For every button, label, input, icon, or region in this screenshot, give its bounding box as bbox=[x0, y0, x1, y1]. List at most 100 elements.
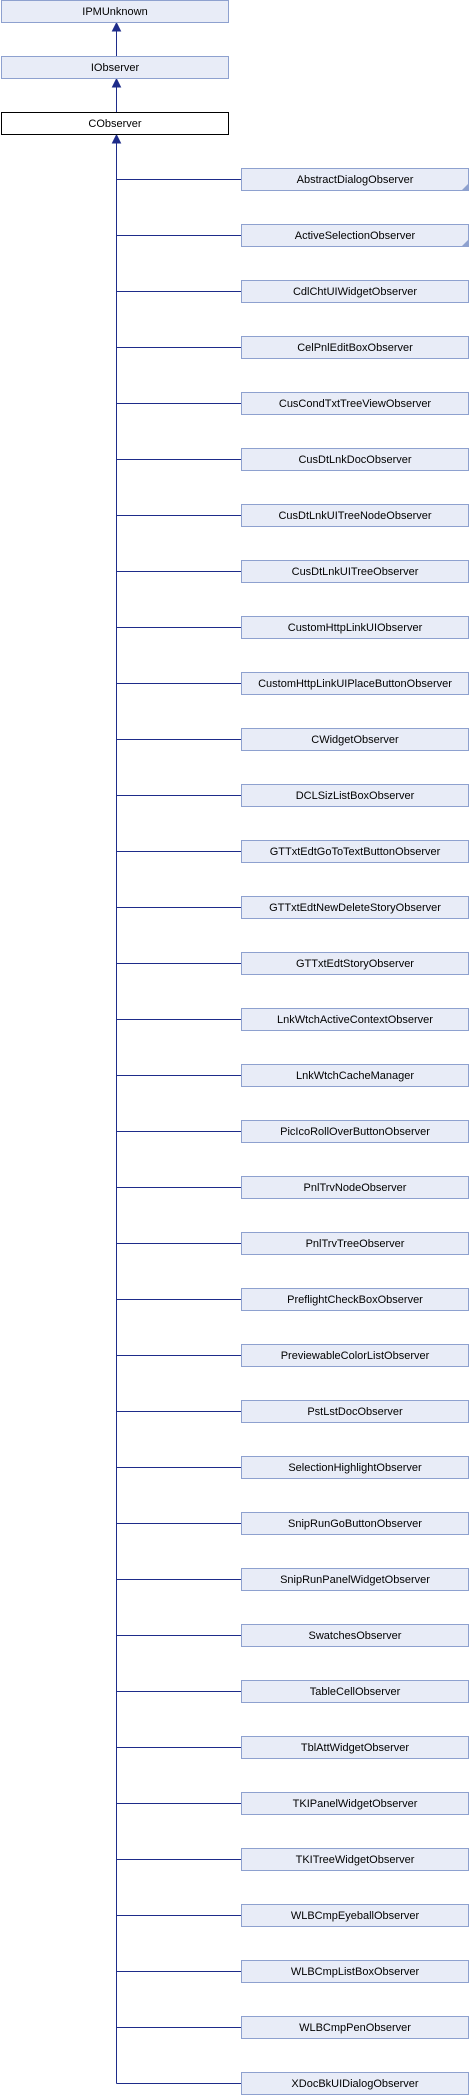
node-label: ActiveSelectionObserver bbox=[295, 230, 416, 242]
node-label: PicIcoRollOverButtonObserver bbox=[280, 1126, 430, 1138]
node-label: PreviewableColorListObserver bbox=[281, 1350, 430, 1362]
node-label: CusDtLnkUITreeObserver bbox=[292, 566, 419, 578]
node-label: CusDtLnkUITreeNodeObserver bbox=[278, 510, 431, 522]
node-box bbox=[241, 784, 469, 807]
node-label: GTTxtEdtGoToTextButtonObserver bbox=[270, 846, 441, 858]
node-box bbox=[241, 1736, 469, 1759]
more-children-marker bbox=[462, 240, 468, 246]
node-box bbox=[1, 56, 229, 79]
class-node-cwidgetobserver[interactable]: CWidgetObserver bbox=[241, 728, 469, 751]
node-label: LnkWtchActiveContextObserver bbox=[277, 1014, 433, 1026]
node-box bbox=[241, 448, 469, 471]
class-node-gttxtedtnewdeletestoryobserver[interactable]: GTTxtEdtNewDeleteStoryObserver bbox=[241, 896, 469, 919]
node-box bbox=[241, 280, 469, 303]
class-node-cobserver[interactable]: CObserver bbox=[1, 112, 229, 135]
node-box bbox=[241, 1624, 469, 1647]
node-box bbox=[241, 168, 469, 191]
class-node-cusdtlnkuitreeobserver[interactable]: CusDtLnkUITreeObserver bbox=[241, 560, 469, 583]
class-node-wlbcmplistboxobserver[interactable]: WLBCmpListBoxObserver bbox=[241, 1960, 469, 1983]
node-label: CustomHttpLinkUIPlaceButtonObserver bbox=[258, 678, 452, 690]
class-node-selectionhighlightobserver[interactable]: SelectionHighlightObserver bbox=[241, 1456, 469, 1479]
node-label: IPMUnknown bbox=[82, 6, 147, 18]
class-node-cusdtlnkuitreenodeobserver[interactable]: CusDtLnkUITreeNodeObserver bbox=[241, 504, 469, 527]
class-node-tablecellobserver[interactable]: TableCellObserver bbox=[241, 1680, 469, 1703]
node-box bbox=[241, 728, 469, 751]
class-node-abstractdialogobserver[interactable]: AbstractDialogObserver bbox=[241, 168, 469, 191]
node-box bbox=[241, 1792, 469, 1815]
class-node-customhttplinkuiobserver[interactable]: CustomHttpLinkUIObserver bbox=[241, 616, 469, 639]
edges-layer bbox=[111, 21, 241, 2084]
node-box bbox=[241, 952, 469, 975]
class-node-wlbcmppenobserver[interactable]: WLBCmpPenObserver bbox=[241, 2016, 469, 2039]
class-node-celpnleditboxobserver[interactable]: CelPnlEditBoxObserver bbox=[241, 336, 469, 359]
node-label: SelectionHighlightObserver bbox=[288, 1462, 422, 1474]
class-node-ipmunknown[interactable]: IPMUnknown bbox=[1, 0, 229, 23]
node-label: CusCondTxtTreeViewObserver bbox=[279, 398, 432, 410]
node-label: WLBCmpEyeballObserver bbox=[291, 1910, 420, 1922]
inheritance-arrow bbox=[111, 133, 122, 144]
node-box bbox=[241, 1680, 469, 1703]
node-label: TblAttWidgetObserver bbox=[301, 1742, 410, 1754]
class-node-dclsizlistboxobserver[interactable]: DCLSizListBoxObserver bbox=[241, 784, 469, 807]
class-node-cusdtlnkdocobserver[interactable]: CusDtLnkDocObserver bbox=[241, 448, 469, 471]
class-node-xdocbkuidialogobserver[interactable]: XDocBkUIDialogObserver bbox=[241, 2072, 469, 2095]
node-box bbox=[241, 1400, 469, 1423]
class-node-picicorolloverbuttonobserver[interactable]: PicIcoRollOverButtonObserver bbox=[241, 1120, 469, 1143]
class-node-pnltrvnodeobserver[interactable]: PnlTrvNodeObserver bbox=[241, 1176, 469, 1199]
node-box bbox=[241, 1568, 469, 1591]
node-box bbox=[241, 616, 469, 639]
class-node-tblattwidgetobserver[interactable]: TblAttWidgetObserver bbox=[241, 1736, 469, 1759]
node-box bbox=[241, 1904, 469, 1927]
node-box bbox=[241, 840, 469, 863]
node-label: SnipRunPanelWidgetObserver bbox=[280, 1574, 430, 1586]
class-node-customhttplinkuiplacebuttonobserver[interactable]: CustomHttpLinkUIPlaceButtonObserver bbox=[241, 672, 469, 695]
class-node-activeselectionobserver[interactable]: ActiveSelectionObserver bbox=[241, 224, 469, 247]
node-box bbox=[241, 1456, 469, 1479]
node-label: SnipRunGoButtonObserver bbox=[288, 1518, 422, 1530]
node-box bbox=[241, 1848, 469, 1871]
node-label: GTTxtEdtNewDeleteStoryObserver bbox=[269, 902, 441, 914]
class-node-pstlstdocobserver[interactable]: PstLstDocObserver bbox=[241, 1400, 469, 1423]
class-node-tkipanelwidgetobserver[interactable]: TKIPanelWidgetObserver bbox=[241, 1792, 469, 1815]
class-node-gttxtedtgototextbuttonobserver[interactable]: GTTxtEdtGoToTextButtonObserver bbox=[241, 840, 469, 863]
node-label: CdlChtUIWidgetObserver bbox=[293, 286, 417, 298]
node-label: CustomHttpLinkUIObserver bbox=[288, 622, 423, 634]
node-box bbox=[241, 224, 469, 247]
class-node-cuscondtxttreeviewobserver[interactable]: CusCondTxtTreeViewObserver bbox=[241, 392, 469, 415]
node-label: CusDtLnkDocObserver bbox=[298, 454, 411, 466]
node-box bbox=[241, 672, 469, 695]
node-label: CObserver bbox=[88, 118, 142, 130]
class-node-wlbcmpeyeballobserver[interactable]: WLBCmpEyeballObserver bbox=[241, 1904, 469, 1927]
class-node-cdlchtuiwidgetobserver[interactable]: CdlChtUIWidgetObserver bbox=[241, 280, 469, 303]
node-label: PnlTrvNodeObserver bbox=[304, 1182, 407, 1194]
class-node-sniprungobuttonobserver[interactable]: SnipRunGoButtonObserver bbox=[241, 1512, 469, 1535]
class-node-previewablecolorlistobserver[interactable]: PreviewableColorListObserver bbox=[241, 1344, 469, 1367]
class-node-iobserver[interactable]: IObserver bbox=[1, 56, 229, 79]
node-box bbox=[241, 1232, 469, 1255]
node-box bbox=[241, 1008, 469, 1031]
class-node-gttxtedtstoryobserver[interactable]: GTTxtEdtStoryObserver bbox=[241, 952, 469, 975]
node-label: XDocBkUIDialogObserver bbox=[291, 2078, 418, 2090]
class-node-sniprunpanelwidgetobserver[interactable]: SnipRunPanelWidgetObserver bbox=[241, 1568, 469, 1591]
class-node-swatchesobserver[interactable]: SwatchesObserver bbox=[241, 1624, 469, 1647]
node-label: SwatchesObserver bbox=[309, 1630, 402, 1642]
node-box bbox=[241, 1512, 469, 1535]
node-label: LnkWtchCacheManager bbox=[296, 1070, 414, 1082]
class-node-lnkwtchactivecontextobserver[interactable]: LnkWtchActiveContextObserver bbox=[241, 1008, 469, 1031]
class-node-lnkwtchcachemanager[interactable]: LnkWtchCacheManager bbox=[241, 1064, 469, 1087]
node-box bbox=[241, 896, 469, 919]
node-label: GTTxtEdtStoryObserver bbox=[296, 958, 414, 970]
class-node-pnltrvtreeobserver[interactable]: PnlTrvTreeObserver bbox=[241, 1232, 469, 1255]
node-box bbox=[241, 1288, 469, 1311]
node-box bbox=[241, 2072, 469, 2095]
node-label: PstLstDocObserver bbox=[307, 1406, 403, 1418]
node-label: AbstractDialogObserver bbox=[297, 174, 414, 186]
node-box bbox=[241, 1176, 469, 1199]
class-node-preflightcheckboxobserver[interactable]: PreflightCheckBoxObserver bbox=[241, 1288, 469, 1311]
node-label: CelPnlEditBoxObserver bbox=[297, 342, 413, 354]
node-box bbox=[241, 1120, 469, 1143]
class-node-tkitreewidgetobserver[interactable]: TKITreeWidgetObserver bbox=[241, 1848, 469, 1871]
node-box bbox=[241, 1960, 469, 1983]
